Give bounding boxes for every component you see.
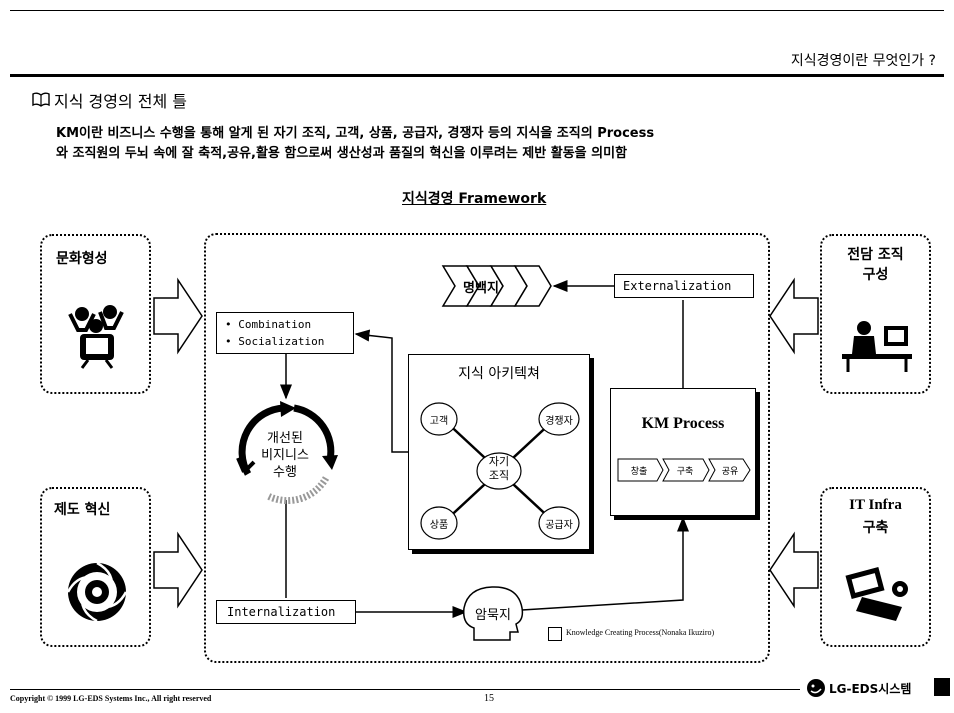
node-supplier: 공급자 [545,520,573,531]
system-innovation-label: 제도 혁신 [54,502,111,518]
node-product: 상품 [429,520,449,531]
copyright: Copyright © 1999 LG-EDS Systems Inc., Al… [10,694,212,703]
it-infra-label-1: IT Infra [849,497,902,513]
knowledge-architecture-box: 지식 아키텍쳐 자기 조직 고객 경쟁자 상품 공급자 [408,354,590,550]
explicit-knowledge-chevrons: 명백지 [441,262,553,310]
node-competitor: 경쟁자 [545,416,573,427]
km-process-title: KM Process [641,415,725,432]
km-step-build: 구축 [676,467,694,477]
km-process-steps: 창출 구축 공유 [617,457,751,483]
socialization-label: • Socialization [225,335,325,348]
legend-swatch [548,627,562,641]
dedicated-org-panel: 전담 조직 구성 [820,234,931,394]
it-infra-arrow [768,530,820,610]
corner-mark-icon [934,678,950,696]
node-customer: 고객 [429,416,449,427]
office-worker-icon [842,320,912,372]
company-name: LG-EDS시스템 [829,682,912,696]
legend-label: Knowledge Creating Process(Nonaka Ikuzir… [566,628,715,637]
tacit-knowledge-label: 암묵지 [475,608,511,623]
system-innovation-arrow [152,530,204,610]
combination-socialization-box: • Combination • Socialization [216,312,354,354]
top-border [10,10,944,11]
open-book-icon [32,92,50,107]
explicit-knowledge-label: 명백지 [463,281,499,296]
it-infra-label-2: 구축 [862,520,889,536]
spiral-icon [66,561,128,623]
diagram-title: 지식경영 Framework [402,191,547,207]
dedicated-org-label-2: 구성 [862,267,889,283]
culture-panel: 문화형성 [40,234,151,394]
page-number: 15 [484,693,494,704]
computer-device-icon [842,567,912,623]
architecture-title: 지식 아키텍쳐 [458,366,540,382]
center-line-1: 자기 [488,455,510,468]
header-rule [10,74,944,77]
center-line-2: 조직 [488,469,510,482]
tacit-knowledge-head: 암묵지 [460,584,526,644]
dedicated-org-label-1: 전담 조직 [847,247,904,263]
footer-rule [10,689,800,690]
km-process-box: KM Process 창출 구축 공유 [610,388,756,516]
description-line-2: 와 조직원의 두뇌 속에 잘 축적,공유,활용 함으로써 생산성과 품질의 혁신… [56,146,628,161]
architecture-center-node: 자기 조직 [477,455,521,483]
externalization-box: Externalization [614,274,754,298]
culture-label: 문화형성 [56,251,108,267]
business-cycle-label: 개선된 비지니스 수행 [230,430,340,481]
cycle-line-2: 비지니스 [261,448,309,463]
description-line-1: KM이란 비즈니스 수행을 통해 알게 된 자기 조직, 고객, 상품, 공급자… [56,126,655,141]
cycle-line-1: 개선된 [267,431,303,446]
framework-container [204,233,770,663]
page-title: 지식경영이란 무엇인가 ? [790,53,936,69]
culture-arrow [152,276,204,356]
lg-logo-icon [806,678,826,698]
people-group-icon [68,300,126,370]
it-infra-panel: IT Infra 구축 [820,487,931,647]
section-heading: 지식 경영의 전체 틀 [54,92,188,111]
system-innovation-panel: 제도 혁신 [40,487,151,647]
cycle-line-3: 수행 [273,465,297,480]
dedicated-org-arrow [768,276,820,356]
km-step-share: 공유 [721,467,739,477]
internalization-box: Internalization [216,600,356,624]
business-cycle: 개선된 비지니스 수행 [230,400,340,505]
architecture-spokes [420,402,580,540]
combination-label: • Combination [225,318,312,331]
km-step-create: 창출 [630,467,648,477]
